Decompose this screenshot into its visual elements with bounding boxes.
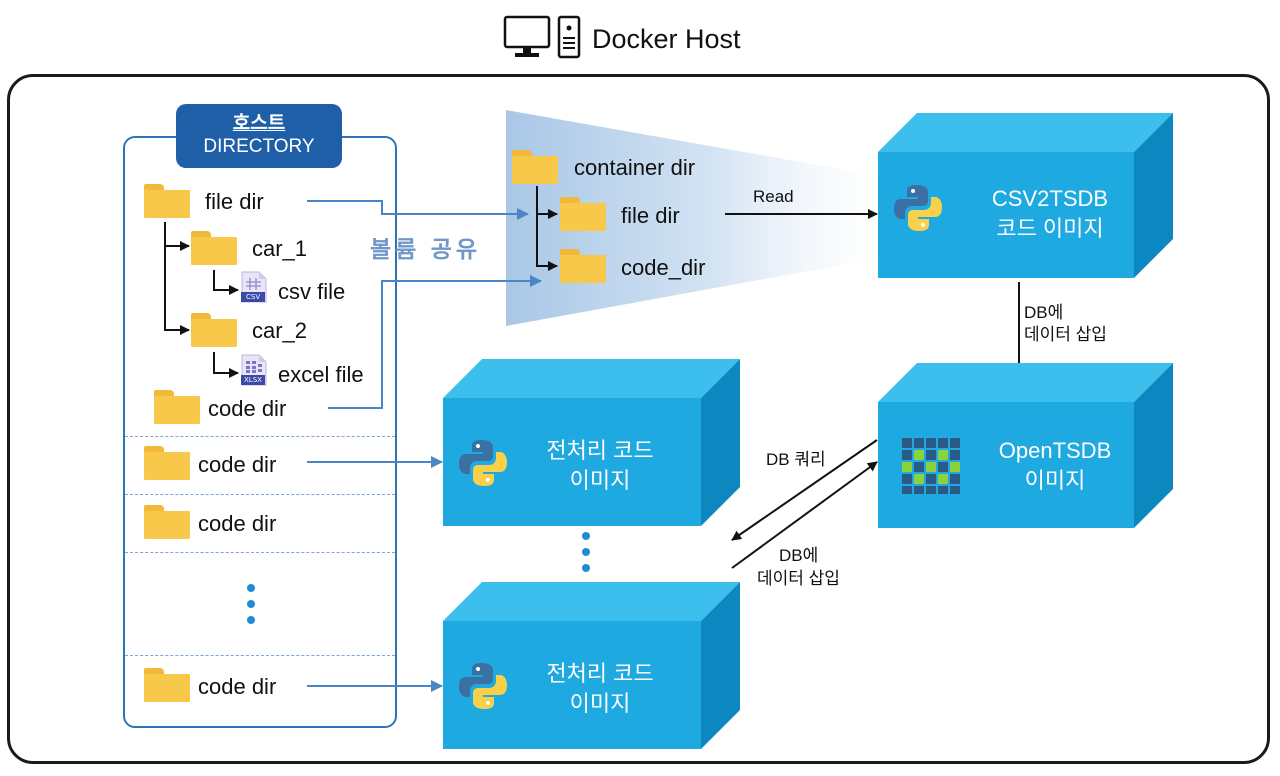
host-code-dir-2-label: code dir [198, 452, 277, 477]
read-edge-label: Read [753, 187, 794, 206]
opentsdb-icon [902, 438, 960, 494]
python-icon [459, 663, 507, 709]
excel-file-label: excel file [278, 362, 364, 387]
host-code-dir-4-label: code dir [198, 674, 277, 699]
divider [125, 655, 395, 656]
badge-line-2: DIRECTORY [203, 136, 315, 157]
preprocess-2-subtitle: 이미지 [569, 691, 631, 716]
preprocess-cube-2 [443, 582, 740, 749]
xlsx-badge-text: XLSX [244, 376, 262, 384]
folder-icon [144, 505, 190, 539]
db-insert-mid-line1: DB에 [779, 546, 819, 565]
folder-icon [191, 313, 237, 347]
host-code-dir-1-label: code dir [208, 396, 287, 421]
folder-icon [191, 231, 237, 265]
container-dir-label: container dir [574, 155, 696, 180]
computer-server-icon [503, 15, 581, 59]
csv-badge-text: CSV [246, 293, 261, 301]
preprocess-cube-1 [443, 359, 740, 526]
opentsdb-cube [878, 363, 1173, 528]
excel-file-icon: XLSX [241, 354, 267, 386]
folder-icon [144, 668, 190, 702]
opentsdb-image-label: OpenTSDB 이미지 [960, 436, 1150, 496]
folder-icon [512, 150, 558, 184]
host-directory-badge: 호스트 DIRECTORY [176, 104, 342, 168]
db-insert-top-line2: 데이터 삽입 [1024, 325, 1107, 344]
preprocess-image-1-label: 전처리 코드 이미지 [520, 436, 680, 496]
diagram-title: Docker Host [0, 0, 1280, 70]
db-insert-mid-line2: 데이터 삽입 [757, 569, 840, 588]
divider [125, 436, 395, 437]
preprocess-1-subtitle: 이미지 [569, 468, 631, 493]
folder-icon [560, 197, 606, 231]
car-1-label: car_1 [252, 236, 308, 261]
container-file-dir-label: file dir [621, 203, 680, 228]
badge-line-1: 호스트 [232, 113, 286, 134]
opentsdb-name: OpenTSDB [998, 438, 1112, 463]
python-icon [459, 440, 507, 486]
opentsdb-subtitle: 이미지 [1024, 468, 1086, 493]
python-icon [894, 185, 942, 231]
folder-icon [154, 390, 200, 424]
container-code-dir-label: code_dir [621, 255, 706, 280]
csv-file-icon: CSV [241, 271, 267, 303]
csv2tsdb-subtitle: 코드 이미지 [996, 216, 1104, 241]
csv-file-label: csv file [278, 279, 346, 304]
preprocess-2-name: 전처리 코드 [546, 661, 654, 686]
csv2tsdb-image-label: CSV2TSDB 코드 이미지 [950, 184, 1150, 244]
car-2-label: car_2 [252, 318, 308, 343]
db-query-label: DB 쿼리 [766, 450, 826, 469]
folder-icon [144, 184, 190, 218]
preprocess-image-2-label: 전처리 코드 이미지 [520, 659, 680, 719]
title-text: Docker Host [592, 24, 741, 54]
host-file-dir-label: file dir [205, 189, 264, 214]
divider [125, 552, 395, 553]
preprocess-1-name: 전처리 코드 [546, 438, 654, 463]
host-code-dir-3-label: code dir [198, 511, 277, 536]
folder-icon [144, 446, 190, 480]
volume-share-label: 볼륨 공유 [370, 236, 482, 262]
divider [125, 494, 395, 495]
db-insert-top-line1: DB에 [1024, 303, 1064, 322]
docker-host-frame [7, 74, 1270, 764]
csv2tsdb-name: CSV2TSDB [991, 186, 1109, 211]
folder-icon [560, 249, 606, 283]
